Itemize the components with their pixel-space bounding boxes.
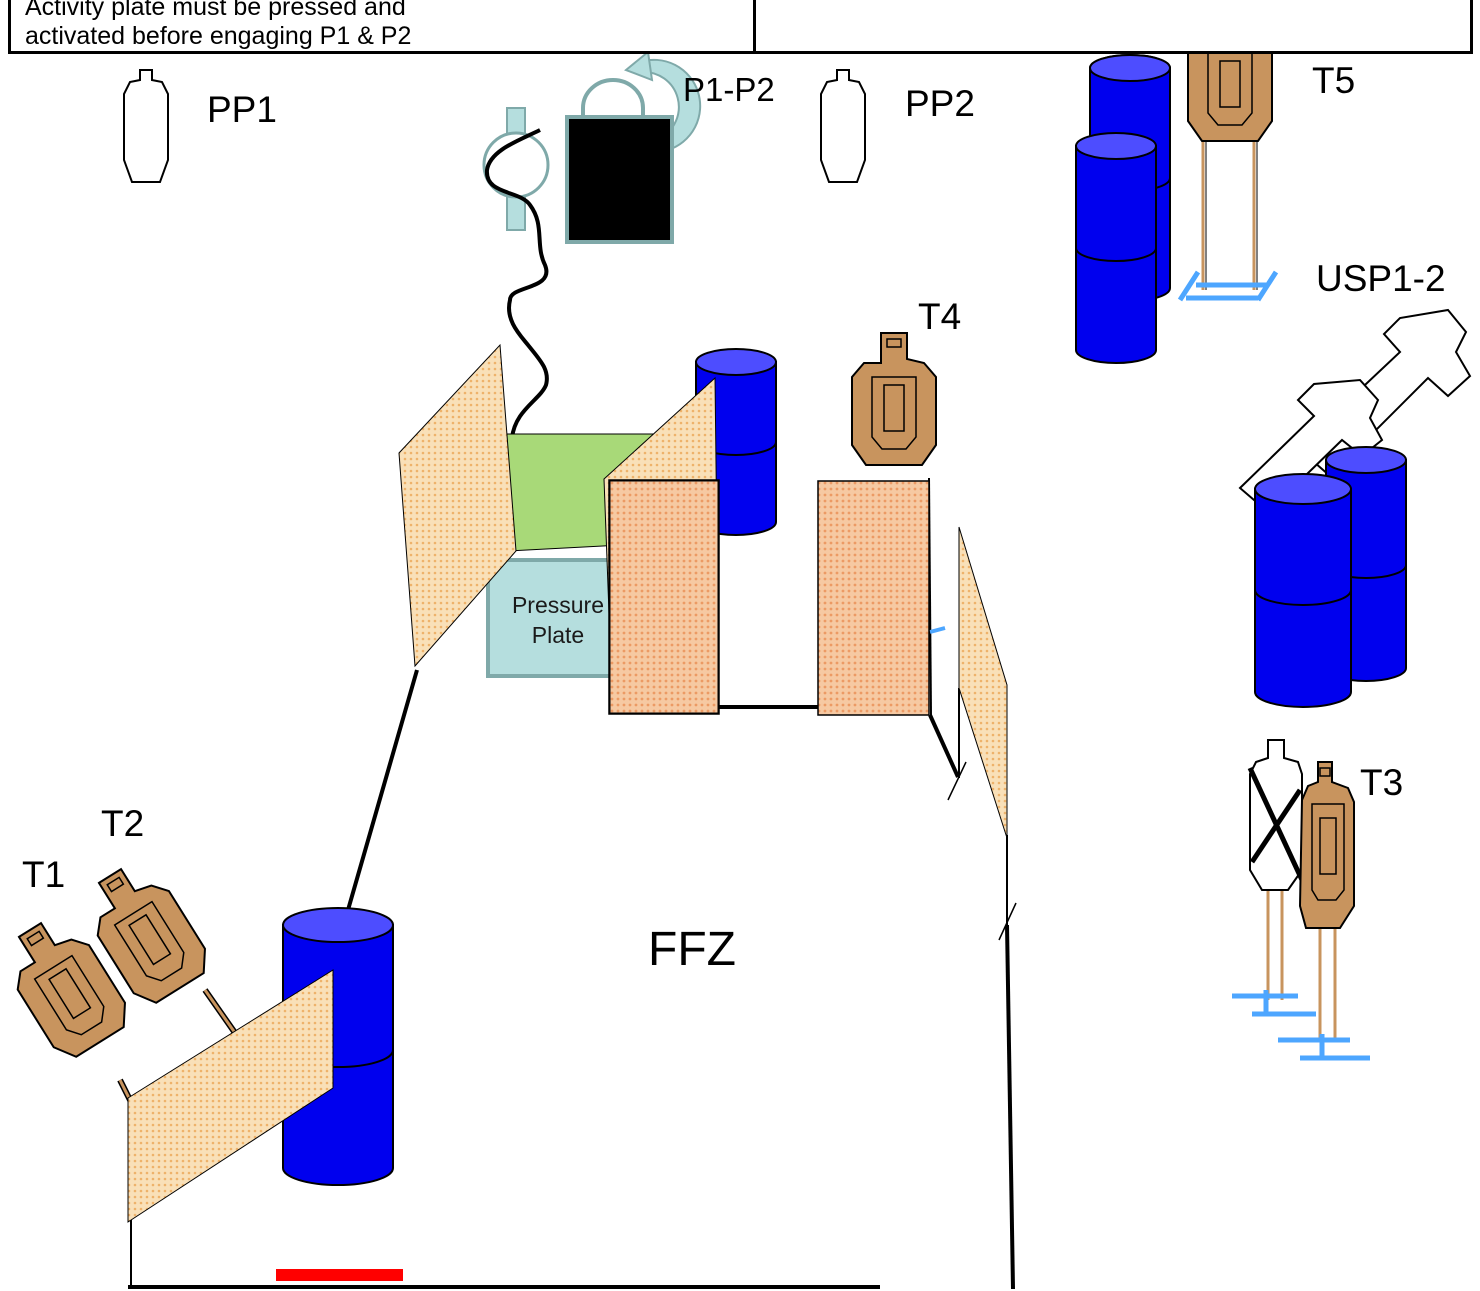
angled-fault-line [928, 714, 960, 778]
label-t1: T1 [22, 854, 66, 895]
label-p1-p2: P1-P2 [683, 71, 775, 108]
wall-panel-overlay [609, 480, 719, 714]
note-line-2: activated before engaging P1 & P2 [25, 22, 412, 50]
swinger-arm [581, 78, 645, 118]
vision-barrier-left [398, 343, 517, 668]
vision-barrier-start [127, 969, 334, 1223]
vision-barrier-right [958, 526, 1008, 839]
diagonal-fault-line [346, 669, 419, 911]
label-t2: T2 [101, 803, 145, 844]
fault-lines [128, 669, 1017, 1290]
pressure-plate-label: Pressure Plate [488, 590, 628, 650]
activator-mechanism [482, 50, 702, 439]
activation-cable [485, 128, 549, 439]
pressure-plate-label-line1: Pressure [511, 592, 605, 618]
wall-panel-right [817, 480, 930, 716]
tick-mark [947, 761, 967, 801]
stage-note-box-left: Activity plate must be pressed and activ… [8, 0, 756, 54]
tick-mark [998, 902, 1017, 941]
label-t5: T5 [1312, 60, 1356, 101]
barrel-stack-right [1254, 446, 1407, 708]
stage-note-text: Activity plate must be pressed and activ… [25, 0, 412, 51]
pp2-no-shoot-target [820, 69, 866, 183]
label-t4: T4 [918, 296, 962, 337]
label-t3: T3 [1360, 762, 1404, 803]
black-swinger-plate [565, 115, 674, 244]
pressure-plate-label-line2: Plate [531, 622, 585, 648]
stage-note-box-right [753, 0, 1473, 54]
label-pp2: PP2 [905, 83, 975, 124]
t5-target-group [1075, 8, 1279, 364]
label-usp1-2: USP1-2 [1316, 258, 1446, 299]
pp1-no-shoot-target [123, 69, 169, 183]
t3-target-group [1232, 739, 1370, 1061]
label-ffz: FFZ [648, 923, 736, 976]
label-pp1: PP1 [207, 89, 277, 130]
note-line-1: Activity plate must be pressed and [25, 0, 406, 21]
right-fault-line [1005, 924, 1015, 1290]
start-position-marker [276, 1269, 403, 1281]
